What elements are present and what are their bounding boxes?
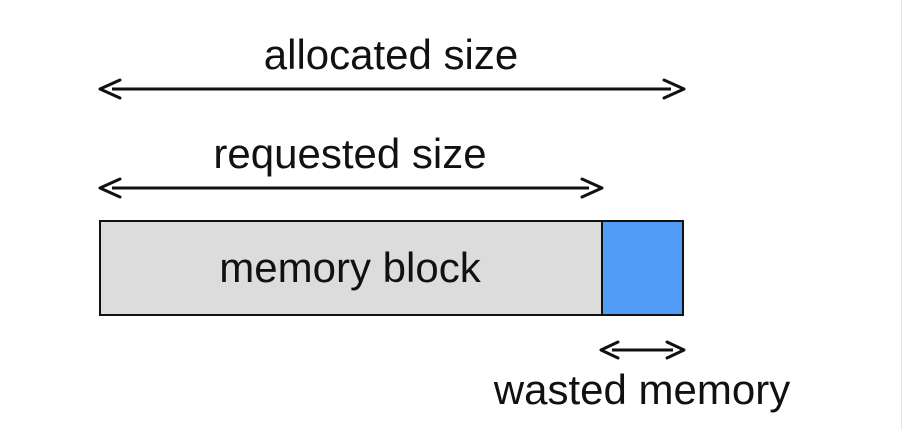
wasted-memory-label: wasted memory — [493, 366, 791, 413]
allocated-size-arrow — [98, 78, 686, 100]
requested-size-arrow — [98, 177, 604, 199]
wasted-memory-segment — [601, 220, 684, 316]
memory-block-label: memory block — [219, 244, 481, 291]
memory-block — [99, 220, 603, 316]
allocated-size-label: allocated size — [263, 31, 519, 78]
requested-size-label: requested size — [213, 130, 487, 177]
wasted-memory-arrow — [599, 340, 686, 360]
